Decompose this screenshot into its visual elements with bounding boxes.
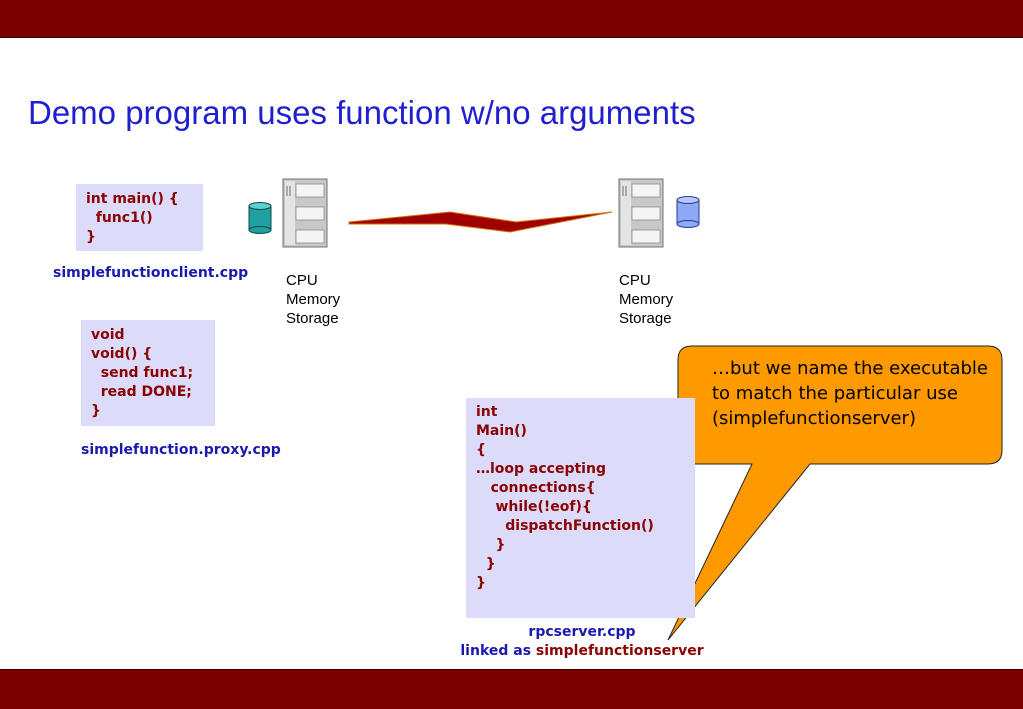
client-code-line: int main() { [86, 191, 179, 207]
client-server-icon [282, 178, 328, 248]
server-caption: rpcserver.cpp linked as simplefunctionse… [433, 623, 731, 661]
proxy-filename: simplefunction.proxy.cpp [81, 442, 281, 458]
server-database-icon [676, 196, 700, 228]
server-caption-filename: rpcserver.cpp [528, 624, 636, 640]
server-server-icon [618, 178, 664, 248]
slide-title: Demo program uses function w/no argument… [28, 94, 696, 131]
callout-bubble [667, 345, 1003, 641]
proxy-code-line: } [91, 403, 101, 419]
server-code-line: while(!eof){ [476, 499, 592, 515]
client-code-line: } [86, 229, 96, 245]
client-spec-storage: Storage [286, 310, 339, 327]
server-code-line: int [476, 404, 498, 420]
client-spec-memory: Memory [286, 291, 341, 308]
server-caption-executable: simplefunctionserver [535, 643, 704, 659]
client-spec-cpu: CPU [286, 272, 318, 289]
server-code-line: { [476, 442, 486, 458]
server-code-line: dispatchFunction() [476, 518, 654, 534]
header-bar [0, 0, 1023, 38]
server-spec-cpu: CPU [619, 272, 651, 289]
server-code-line: Main() [476, 423, 527, 439]
server-caption-linked: linked as simplefunctionserver [433, 642, 731, 661]
server-code-line: connections{ [476, 480, 596, 496]
client-specs: CPU Memory Storage [286, 271, 340, 328]
footer-bar [0, 669, 1023, 709]
server-caption-prefix: linked as [460, 643, 532, 659]
server-code-line: } [476, 556, 496, 572]
server-spec-memory: Memory [619, 291, 674, 308]
proxy-code-line: void [91, 327, 125, 343]
client-code-block: int main() { func1()} [76, 184, 203, 251]
server-code-line: } [476, 575, 486, 591]
proxy-code-line: send func1; [91, 365, 194, 381]
proxy-code-block: void void() { send func1; read DONE;} [81, 320, 215, 426]
client-database-icon [248, 202, 272, 234]
proxy-code-line: void() { [91, 346, 153, 362]
server-spec-storage: Storage [619, 310, 672, 327]
server-code-line: …loop accepting [476, 461, 606, 477]
server-specs: CPU Memory Storage [619, 271, 673, 328]
proxy-code-line: read DONE; [91, 384, 192, 400]
server-code-line: } [476, 537, 506, 553]
client-filename: simplefunctionclient.cpp [53, 265, 249, 281]
client-code-line: func1() [86, 210, 153, 226]
network-link-icon [348, 211, 613, 233]
callout-text: …but we name the executable to match the… [712, 358, 988, 429]
